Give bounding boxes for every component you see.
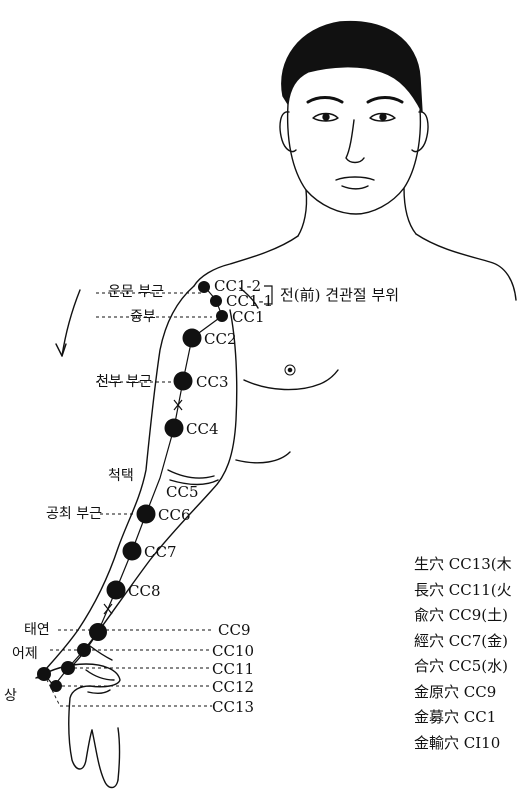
- left-pupil: [322, 113, 330, 121]
- label-sang: 상: [4, 688, 17, 704]
- label-cc13: CC13: [212, 698, 255, 716]
- mouth: [335, 176, 375, 181]
- point-cc13: [37, 667, 51, 681]
- legend-item: 長穴 CC11(火: [414, 580, 512, 599]
- label-cc1-1: CC1-1: [226, 292, 274, 310]
- legend-item: 金募穴 CC1: [414, 708, 497, 726]
- point-cc2: [182, 328, 202, 348]
- point-cc9: [89, 623, 107, 641]
- legend-item: 金輸穴 CI10: [414, 733, 501, 752]
- label-cc1: CC1: [232, 308, 265, 326]
- direction-arrow: [61, 289, 81, 357]
- label-cc9: CC9: [218, 621, 251, 639]
- label-cc4: CC4: [186, 420, 219, 438]
- legend-item: 經穴 CC7(金): [414, 631, 508, 650]
- face-outline: [286, 103, 422, 215]
- label-gongchoe: 공최 부근: [46, 506, 102, 522]
- hair: [281, 20, 423, 113]
- point-cc3: [173, 371, 193, 391]
- hand: [35, 663, 121, 770]
- legend-item: 金原穴 CC9: [414, 682, 497, 701]
- nipple-marker: [284, 364, 296, 376]
- label-unmun: 운문 부근: [108, 284, 164, 300]
- label-jungbu: 중부: [130, 309, 156, 325]
- label-cc11: CC11: [212, 660, 255, 678]
- nose: [345, 119, 365, 164]
- right-eyebrow: [366, 96, 404, 104]
- torso-right: [415, 233, 517, 301]
- point-cc12: [50, 680, 62, 692]
- point-cc6: [136, 504, 156, 524]
- label-cheonbu: 천부 부근: [96, 374, 152, 390]
- label-cc6: CC6: [158, 506, 191, 524]
- label-cc3: CC3: [196, 373, 229, 391]
- label-cheoktaek: 척택: [108, 468, 134, 484]
- neck-left: [297, 189, 308, 237]
- arm-inner: [71, 309, 238, 667]
- point-cc11: [61, 661, 75, 675]
- point-cc10: [77, 643, 91, 657]
- neck-right: [403, 187, 417, 235]
- point-cc4: [164, 418, 184, 438]
- right-ear: [411, 111, 429, 153]
- legend-item: 合穴 CC5(水): [414, 657, 508, 675]
- point-cc1-1: [210, 295, 222, 307]
- point-cc8: [106, 580, 126, 600]
- legend-item: 兪穴 CC9(土): [414, 606, 508, 624]
- point-cc7: [122, 541, 142, 561]
- torso-left-shoulder: [193, 235, 299, 287]
- left-ear: [279, 111, 297, 153]
- label-cc1-2: CC1-2: [214, 277, 262, 295]
- legend-item: 生穴 CC13(木: [414, 555, 512, 573]
- label-eoje: 어제: [12, 646, 38, 662]
- region-bracket: [264, 285, 273, 305]
- label-cc2: CC2: [204, 330, 237, 348]
- right-eye: [369, 112, 396, 122]
- point-cc1: [216, 310, 228, 322]
- label-taeyeon: 태연: [24, 622, 50, 638]
- label-cc12: CC12: [212, 678, 255, 696]
- left-eye: [312, 112, 339, 122]
- point-cc1-2: [198, 281, 210, 293]
- label-cc7: CC7: [144, 543, 177, 561]
- acupoint-legend: 生穴 CC13(木 長穴 CC11(火 兪穴 CC9(土) 經穴 CC7(金) …: [414, 552, 512, 756]
- right-pupil: [379, 113, 387, 121]
- left-eyebrow: [306, 96, 344, 104]
- label-cc5: CC5: [166, 483, 199, 501]
- label-region: 전(前) 견관절 부위: [280, 286, 400, 304]
- label-cc10: CC10: [212, 642, 255, 660]
- label-cc8: CC8: [128, 582, 161, 600]
